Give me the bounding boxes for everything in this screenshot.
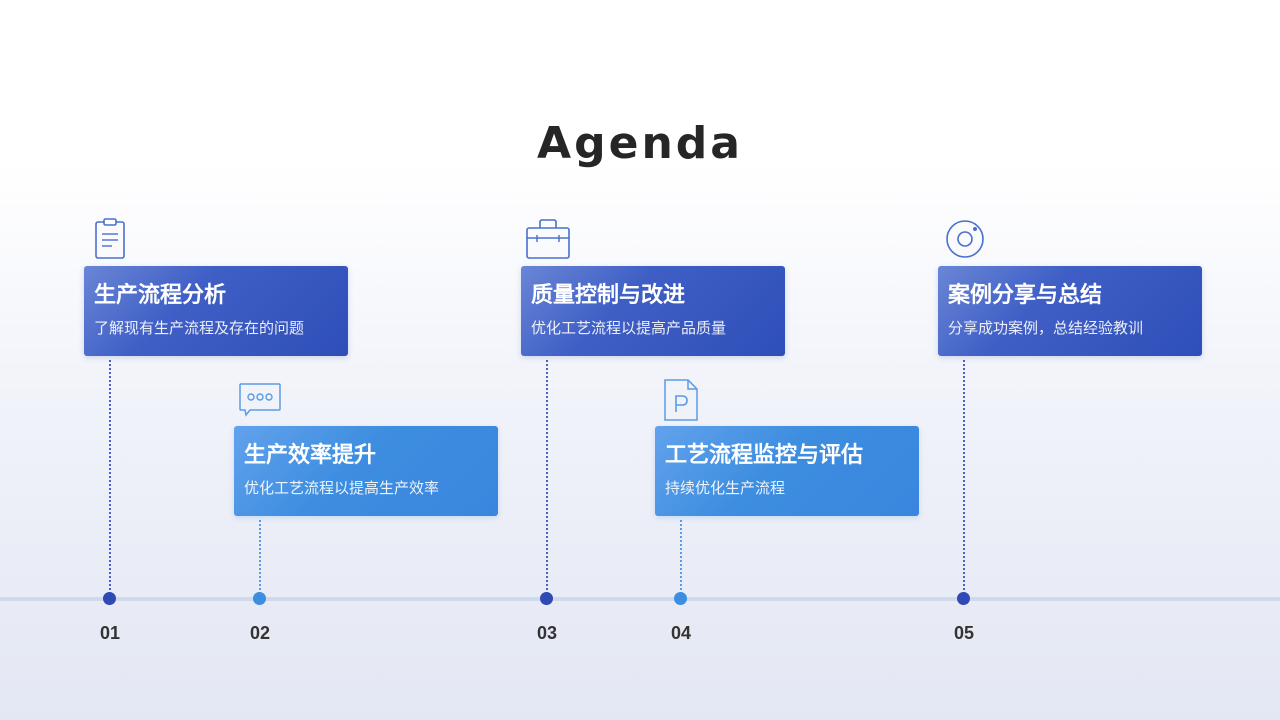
timeline-dot [674,592,687,605]
timeline-dot [253,592,266,605]
timeline-dot [957,592,970,605]
timeline-number: 03 [536,623,558,643]
connector-line [546,360,548,594]
connector-line [259,520,261,594]
chat-bubble-icon [239,383,281,417]
agenda-card-02: 生产效率提升 优化工艺流程以提高生产效率 [234,426,498,516]
connector-line [109,360,111,594]
timeline-number: 01 [99,623,121,643]
page-title: Agenda [537,118,743,169]
connector-line [680,520,682,594]
agenda-card-title: 生产流程分析 [94,283,227,308]
connector-line [963,360,965,594]
agenda-card-title: 案例分享与总结 [948,283,1103,308]
timeline-number: 05 [953,623,975,643]
agenda-card-subtitle: 了解现有生产流程及存在的问题 [94,319,305,337]
timeline-dot [103,592,116,605]
target-icon [946,220,984,258]
timeline-number: 02 [249,623,271,643]
timeline-axis [0,597,1280,601]
agenda-card-01: 生产流程分析 了解现有生产流程及存在的问题 [84,266,348,356]
agenda-card-subtitle: 分享成功案例，总结经验教训 [948,319,1144,337]
timeline-number: 04 [670,623,692,643]
agenda-card-title: 质量控制与改进 [531,283,686,308]
clipboard-icon [95,218,125,259]
agenda-card-title: 生产效率提升 [244,443,377,468]
agenda-card-subtitle: 优化工艺流程以提高生产效率 [244,479,440,497]
timeline-dot [540,592,553,605]
briefcase-icon [526,219,570,259]
agenda-card-05: 案例分享与总结 分享成功案例，总结经验教训 [938,266,1202,356]
agenda-card-subtitle: 持续优化生产流程 [665,479,786,497]
agenda-card-04: 工艺流程监控与评估 持续优化生产流程 [655,426,919,516]
document-p-icon [664,379,698,421]
agenda-card-title: 工艺流程监控与评估 [665,443,864,468]
agenda-card-03: 质量控制与改进 优化工艺流程以提高产品质量 [521,266,785,356]
agenda-card-subtitle: 优化工艺流程以提高产品质量 [531,319,727,337]
